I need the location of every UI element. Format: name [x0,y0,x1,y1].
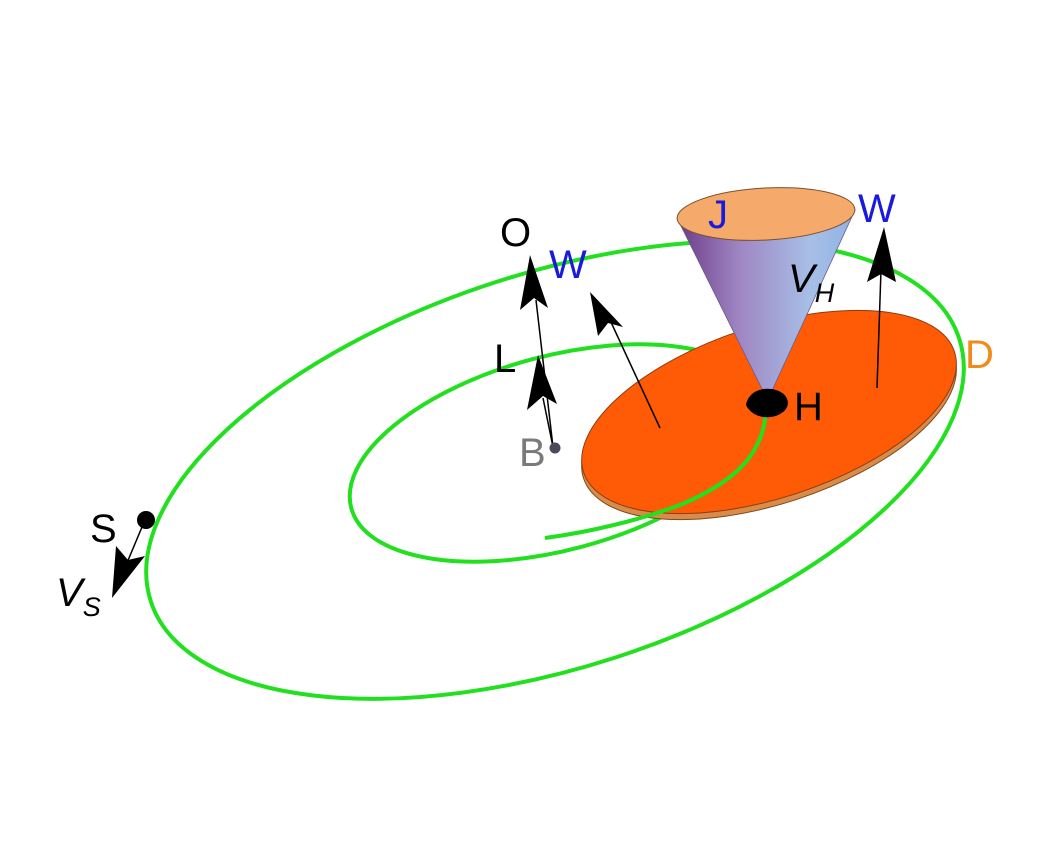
velocity-vector-VS [112,526,145,598]
label-W-left: W [549,243,587,287]
label-B: B [519,431,546,475]
outer-orbit [144,239,966,701]
black-hole-H [746,388,788,418]
label-W-right: W [858,187,896,231]
disk-axis-vector-left [590,292,661,429]
point-B [549,442,561,454]
label-O: O [500,211,531,255]
label-VH: VH [788,257,835,308]
disk-axis-vector-right [867,227,896,389]
label-J: J [708,193,728,237]
label-L: L [494,337,516,381]
jet-cone [676,187,856,396]
angular-momentum-vector-L [527,355,557,448]
star-S [137,511,155,529]
label-S: S [90,507,117,551]
label-VS: VS [56,571,101,622]
label-H: H [794,385,823,429]
inner-orbit-front-segment [544,409,768,540]
label-D: D [965,333,994,377]
